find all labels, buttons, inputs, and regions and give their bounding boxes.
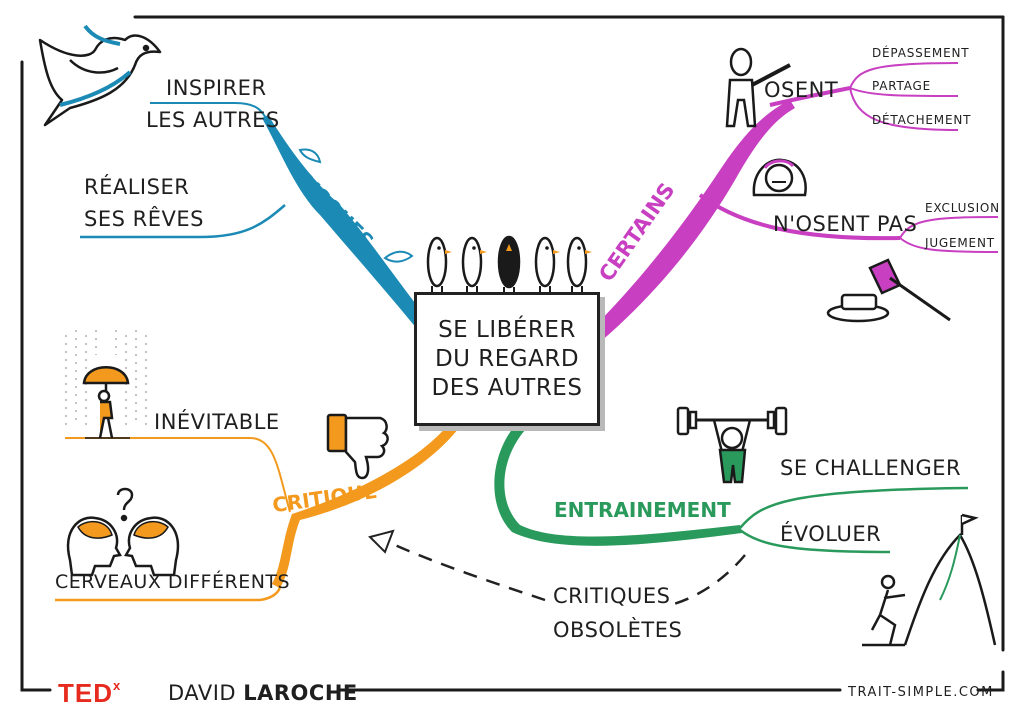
leaf-exclusion: EXCLUSION [925, 201, 1000, 215]
website-link[interactable]: TRAIT-SIMPLE.COM [848, 685, 994, 700]
dove-icon [38, 24, 162, 127]
leaf-inevitable: INÉVITABLE [154, 410, 280, 434]
central-topic-line2: DU REGARD [434, 345, 580, 372]
note-critiques: CRITIQUES [553, 584, 671, 608]
branch-critique-shape [55, 420, 465, 602]
ted-logo-x: x [113, 678, 122, 694]
note-obsoletes: OBSOLÈTES [553, 618, 683, 642]
leaf-realiser: RÉALISER [84, 175, 190, 199]
thumbs-down-icon [326, 413, 389, 480]
branch-label-entrainement: ENTRAINEMENT [554, 498, 731, 522]
branch-risques-shape [80, 102, 430, 330]
author-name: DAVID LAROCHE [168, 683, 358, 704]
person-pointing-icon [725, 47, 791, 128]
leaf-detachement: DÉTACHEMENT [872, 113, 972, 127]
leaf-se-challenger: SE CHALLENGER [780, 456, 962, 480]
leaf-les-autres: LES AUTRES [146, 108, 280, 132]
leaf-partage: PARTAGE [872, 79, 932, 93]
branch-entrainement-shape [494, 420, 969, 554]
leaf-inspirer: INSPIRER [166, 76, 267, 100]
weightlifter-icon [676, 406, 788, 484]
leaf-osent: OSENT [764, 78, 839, 102]
umbrella-person-icon [65, 330, 147, 439]
dashed-arrow [368, 529, 746, 607]
ted-logo-text: TED [58, 678, 113, 708]
leaf-depassement: DÉPASSEMENT [872, 46, 970, 60]
leaf-cerveaux-differents: CERVEAUX DIFFÉRENTS [55, 571, 291, 593]
leaf-evoluer: ÉVOLUER [780, 522, 882, 546]
central-topic-line1: SE LIBÉRER [438, 316, 576, 343]
birds-icon [426, 235, 592, 294]
wing-icon [298, 148, 414, 263]
central-topic-box: SE LIBÉRER DU REGARD DES AUTRES [414, 292, 600, 426]
gavel-icon [826, 258, 951, 323]
leaf-nosent-pas: N'OSENT PAS [773, 212, 918, 236]
worried-person-icon [752, 158, 807, 197]
two-heads-icon [66, 487, 180, 577]
mountain-climber-icon [862, 513, 997, 647]
leaf-ses-reves: SES RÊVES [84, 207, 204, 231]
central-topic-line3: DES AUTRES [431, 374, 583, 401]
author-first-name: DAVID [168, 681, 237, 705]
branch-certains-shape [596, 62, 999, 342]
leaf-jugement: JUGEMENT [925, 236, 995, 250]
frame-lines [20, 15, 1005, 692]
ted-logo: TEDx [58, 678, 122, 708]
author-last-name: LAROCHE [243, 681, 358, 705]
